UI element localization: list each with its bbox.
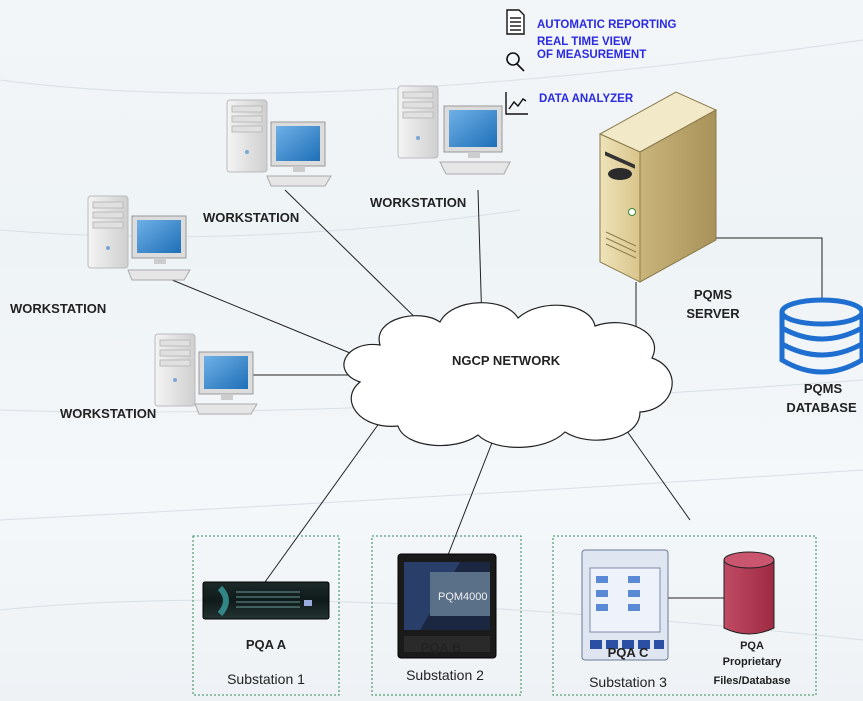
workstation-label-4: WORKSTATION [60, 406, 157, 421]
link-ws2 [284, 189, 431, 333]
workstation-4 [154, 333, 258, 415]
substation-3-box [552, 535, 817, 696]
database-label-line2: DATABASE [786, 400, 857, 415]
pqa-b-device: PQM4000 [397, 553, 497, 659]
network-label: NGCP NETWORK [452, 353, 561, 368]
link-database [715, 237, 823, 300]
magnifier-icon [506, 52, 525, 72]
pqa-c-label: PQA C [607, 645, 649, 660]
pqa-b-screen-text: PQM4000 [438, 591, 488, 603]
pqms-database-icon [779, 297, 863, 375]
pqa-a-label: PQA A [245, 637, 287, 652]
database-label-line1: PQMS [803, 381, 843, 396]
feature-label-automatic-reporting: AUTOMATIC REPORTING [537, 19, 677, 31]
substation-3-label: Substation 3 [589, 674, 667, 690]
pqa-a-device [202, 581, 330, 620]
proprietary-label-line1: PQA [740, 640, 764, 652]
pqms-server-icon [598, 91, 718, 283]
document-icon [506, 9, 525, 35]
substation-2-box [371, 535, 522, 696]
proprietary-label-line2: Proprietary [722, 656, 782, 668]
link-pqa-b [447, 434, 496, 556]
proprietary-database-icon [723, 551, 775, 635]
workstation-1 [87, 195, 191, 281]
server-label-line1: PQMS [693, 287, 733, 302]
workstation-3 [397, 85, 511, 175]
line-chart-icon [505, 92, 528, 115]
feature-label-data-analyzer: DATA ANALYZER [539, 93, 634, 105]
server-label-line2: SERVER [686, 306, 740, 321]
substation-boxes [192, 535, 817, 696]
network-cloud [343, 302, 673, 448]
pqa-b-label: PQA B [420, 640, 462, 655]
link-pqa-a [264, 414, 386, 583]
workstation-label-1: WORKSTATION [10, 301, 107, 316]
workstation-label-2: WORKSTATION [203, 210, 300, 225]
substation-1-box [192, 535, 340, 696]
proprietary-label-line3: Files/Database [713, 675, 791, 687]
pqa-c-device [581, 549, 669, 661]
substation-2-label: Substation 2 [406, 667, 484, 683]
workstation-2 [226, 99, 332, 187]
feature-label-real-time-view: REAL TIME VIEW OF MEASUREMENT [537, 36, 647, 61]
substation-1-label: Substation 1 [227, 671, 305, 687]
workstation-label-3: WORKSTATION [370, 195, 467, 210]
link-ws1 [159, 274, 373, 363]
